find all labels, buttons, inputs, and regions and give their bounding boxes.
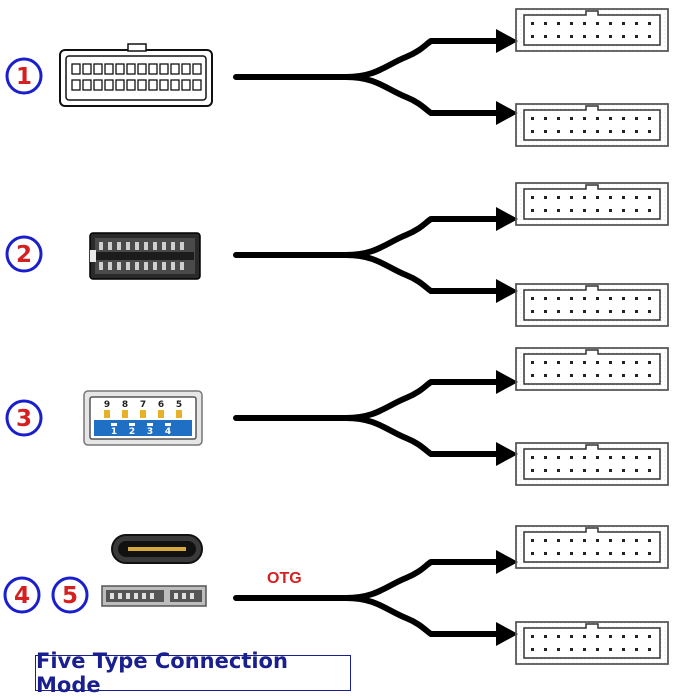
y-split-cable-1 [236,29,518,125]
usb3-type-a-port: 9 8 7 6 5 1 2 3 4 [83,390,203,446]
badge-5: 5 [51,576,89,614]
y-split-cable-3 [236,370,518,466]
usb-type-c-port [111,534,203,564]
output-header-4b [515,621,669,665]
badge-4: 4 [3,576,41,614]
badge-3: 3 [5,399,43,437]
row-2: 2 [5,182,669,327]
output-header-3a [515,347,669,391]
y-split-cable-2 [236,207,518,303]
svg-text:9: 9 [104,400,110,410]
badge-2: 2 [5,235,43,273]
svg-text:6: 6 [158,400,164,410]
row-4-5: 4 5 OTG [3,525,669,665]
otg-label: OTG [267,570,302,587]
svg-text:4: 4 [165,427,171,437]
svg-text:5: 5 [176,400,182,410]
svg-text:4: 4 [14,583,30,609]
output-header-1b [515,103,669,147]
svg-text:3: 3 [16,406,32,432]
svg-text:1: 1 [16,64,32,90]
output-header-3b [515,442,669,486]
row-3: 3 9 8 7 6 5 1 2 [5,347,669,486]
output-header-2a [515,182,669,226]
row-1: 1 [5,8,669,147]
usb-pin-labels-bottom: 1 2 3 4 [111,427,171,437]
diagram-title: Five Type Connection Mode [36,649,288,697]
output-header-2b [515,283,669,327]
svg-text:5: 5 [62,583,78,609]
svg-text:2: 2 [129,427,135,437]
atx-24pin-connector [59,43,213,107]
usb-pin-labels-top: 9 8 7 6 5 [104,400,182,410]
diagram-title-box: Five Type Connection Mode [35,649,351,697]
svg-text:1: 1 [111,427,117,437]
svg-text:3: 3 [147,427,153,437]
badge-1: 1 [5,57,43,95]
y-split-cable-4 [236,550,518,646]
key-b-board-connector [89,232,201,280]
output-header-4a [515,525,669,569]
svg-text:8: 8 [122,400,128,410]
output-header-1a [515,8,669,52]
svg-text:7: 7 [140,400,146,410]
svg-text:2: 2 [16,242,32,268]
usb3-micro-b-port [101,585,207,607]
